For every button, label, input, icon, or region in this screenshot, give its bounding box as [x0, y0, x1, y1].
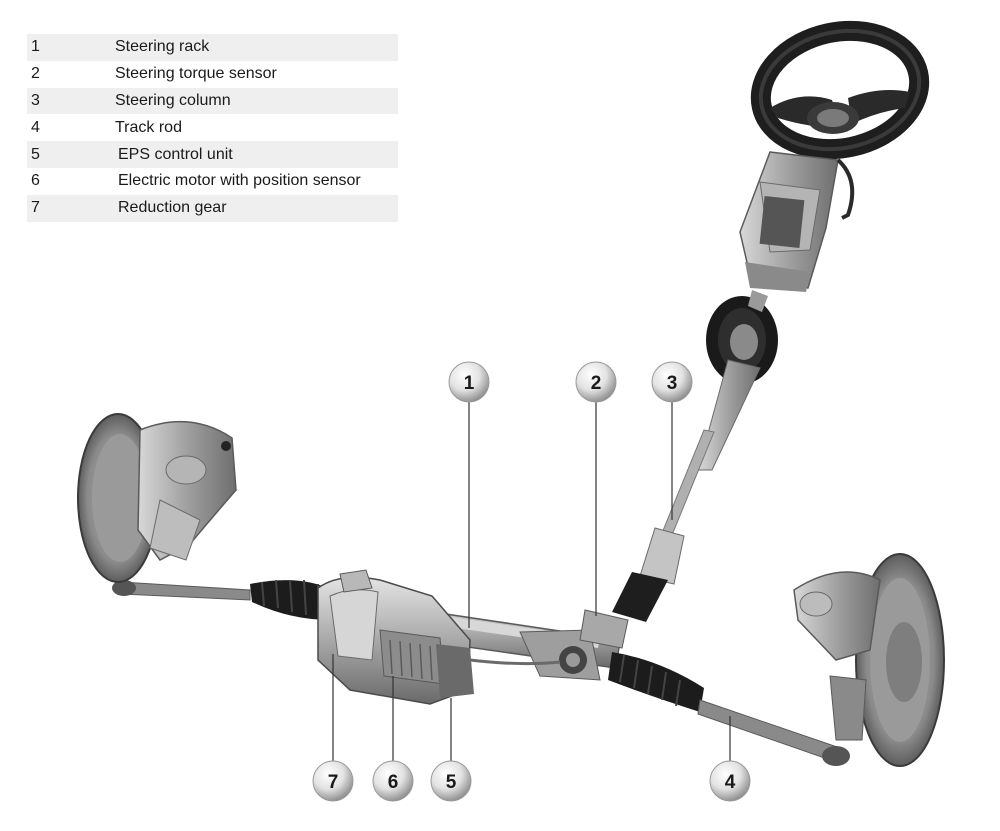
column-boot [706, 290, 778, 384]
callout-number: 6 [388, 772, 399, 793]
callout-number: 3 [667, 373, 678, 394]
legend-label: Reduction gear [118, 199, 227, 217]
legend-label: Steering column [115, 91, 231, 109]
legend-table: 1 Steering rack 2 Steering torque sensor… [27, 34, 398, 222]
legend-number: 3 [31, 91, 40, 109]
eps-motor-assembly [317, 569, 561, 705]
legend-row-1: 1 Steering rack [27, 34, 398, 61]
callout-number: 1 [464, 373, 475, 394]
left-wheel-hub [77, 413, 237, 583]
legend-row-2: 2 Steering torque sensor [27, 61, 398, 88]
legend-number: 1 [31, 38, 40, 56]
steering-column-bracket [739, 151, 855, 292]
legend-row-6: 6 Electric motor with position sensor [27, 168, 398, 195]
callout-number: 5 [446, 772, 457, 793]
legend-label: Steering torque sensor [115, 65, 277, 83]
right-bellows [608, 652, 704, 712]
callout-5: 5 [430, 760, 472, 802]
legend-label: Electric motor with position sensor [118, 172, 361, 190]
legend-number: 2 [31, 65, 40, 83]
right-wheel-hub [793, 553, 945, 767]
legend-row-7: 7 Reduction gear [27, 194, 398, 222]
callout-number: 7 [328, 772, 339, 793]
legend-number: 6 [31, 172, 40, 190]
legend-number: 4 [31, 118, 40, 136]
callout-number: 4 [725, 772, 736, 793]
steering-wheel [750, 20, 930, 160]
legend-number: 5 [31, 145, 40, 163]
legend-label: Track rod [115, 118, 182, 136]
legend-row-5: 5 EPS control unit [27, 141, 398, 168]
intermediate-shaft [612, 359, 761, 622]
left-bellows [250, 579, 332, 620]
callout-7: 7 [312, 760, 354, 802]
callout-3: 3 [651, 361, 693, 403]
legend-label: Steering rack [115, 38, 210, 56]
callout-6: 6 [372, 760, 414, 802]
left-track-rod [112, 580, 251, 601]
legend-number: 7 [31, 199, 40, 217]
leader-lines [332, 402, 731, 762]
callout-4: 4 [709, 760, 751, 802]
legend-row-4: 4 Track rod [27, 114, 398, 141]
callout-2: 2 [575, 361, 617, 403]
legend-label: EPS control unit [118, 145, 233, 163]
callout-number: 2 [591, 373, 602, 394]
legend-row-3: 3 Steering column [27, 87, 398, 115]
right-track-rod [697, 699, 850, 766]
callout-1: 1 [448, 361, 490, 403]
